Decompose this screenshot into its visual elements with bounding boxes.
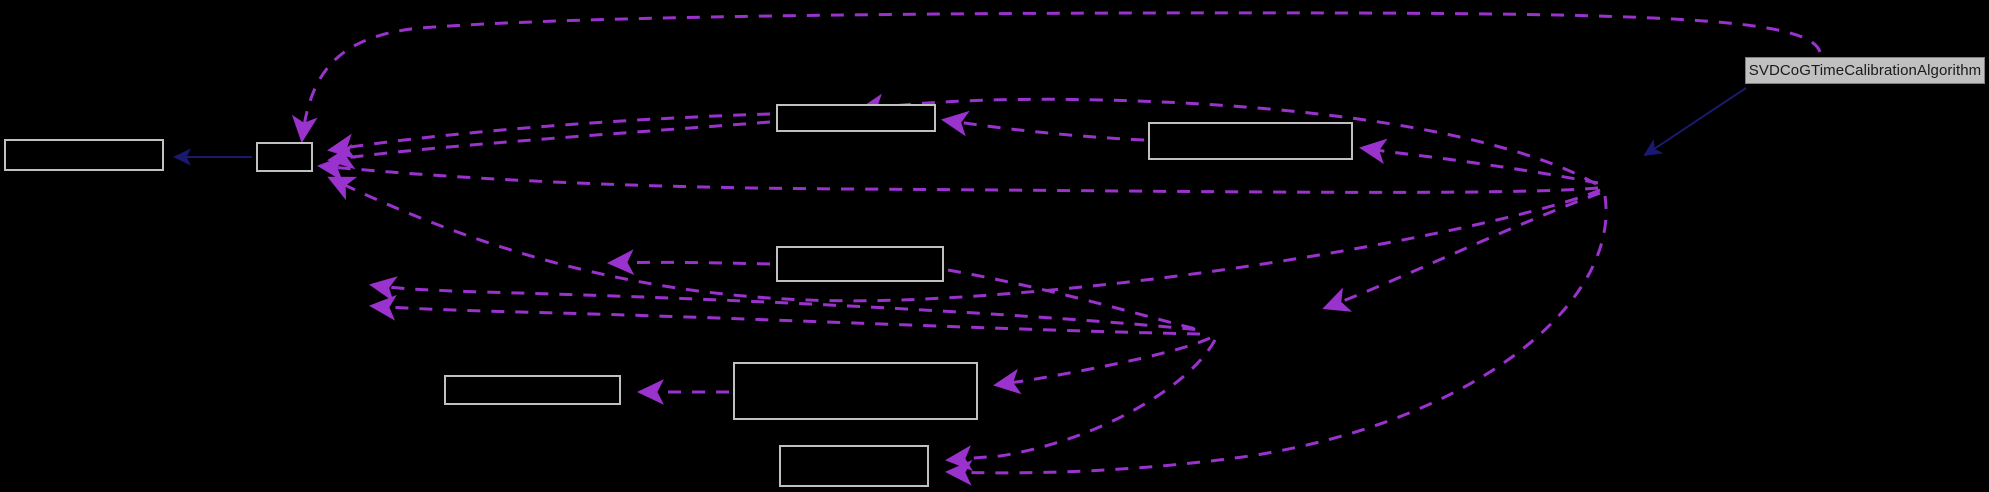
edge-hub-long-low-to-n1 bbox=[317, 155, 1599, 194]
edge-n3-to-n2 bbox=[941, 110, 1145, 142]
graph-node-7[interactable] bbox=[779, 445, 929, 487]
graph-node-root-label: SVDCoGTimeCalibrationAlgorithm bbox=[1748, 62, 1982, 79]
edge-hub-to-n7-a bbox=[945, 339, 1217, 472]
edge-hub-to-n6 bbox=[993, 336, 1211, 395]
edge-hub-mid-left bbox=[369, 294, 1201, 336]
edge-hub-to-n7-b bbox=[945, 195, 1608, 486]
edge-n2-to-n1 bbox=[327, 112, 771, 160]
edge-hub-to-n3 bbox=[1359, 138, 1599, 185]
graph-node-5[interactable] bbox=[444, 375, 621, 405]
edge-n2b-to-n1 bbox=[327, 120, 771, 170]
edge-hub-to-small-tick bbox=[1322, 191, 1601, 312]
graph-node-4[interactable] bbox=[776, 246, 944, 282]
graph-node-2[interactable] bbox=[776, 104, 936, 132]
edge-n8-to-n1-inherit bbox=[1643, 87, 1747, 157]
graph-node-1[interactable] bbox=[256, 142, 313, 172]
edge-top-sweep bbox=[291, 11, 1822, 143]
edge-hub-to-n1-curve bbox=[327, 176, 1601, 303]
edge-n4-to-left-arrow bbox=[607, 249, 771, 276]
graph-node-root-svdcogtimecalibrationalgorithm[interactable]: SVDCoGTimeCalibrationAlgorithm bbox=[1745, 57, 1985, 84]
graph-node-6[interactable] bbox=[733, 362, 978, 420]
inheritance-edges bbox=[173, 87, 1747, 166]
graph-node-0[interactable] bbox=[4, 139, 164, 171]
graph-node-3[interactable] bbox=[1148, 122, 1353, 160]
